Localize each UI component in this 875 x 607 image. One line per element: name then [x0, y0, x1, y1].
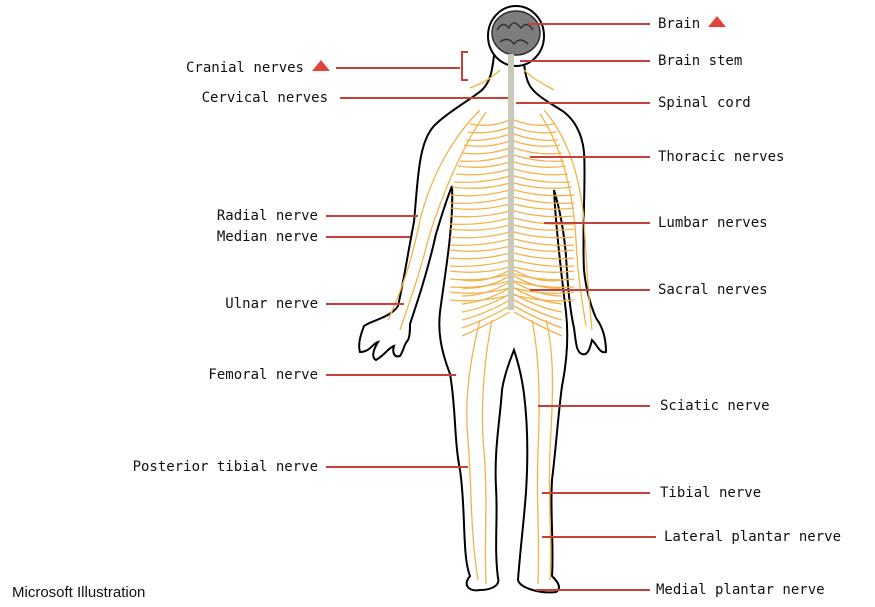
- credit-text: Microsoft Illustration: [12, 584, 145, 601]
- body-outline: [359, 44, 606, 592]
- label-text: Radial nerve: [217, 208, 318, 224]
- label-text: Lateral plantar nerve: [664, 529, 841, 545]
- label-text: Spinal cord: [658, 95, 751, 111]
- label-text: Lumbar nerves: [658, 215, 768, 231]
- label-sciatic-nerve: Sciatic nerve: [660, 398, 770, 414]
- label-thoracic-nerves: Thoracic nerves: [658, 149, 784, 165]
- label-lumbar-nerves: Lumbar nerves: [658, 215, 768, 231]
- label-text: Ulnar nerve: [225, 296, 318, 312]
- label-ulnar-nerve: Ulnar nerve: [225, 296, 318, 312]
- label-text: Brain: [658, 16, 700, 32]
- label-text: Thoracic nerves: [658, 149, 784, 165]
- label-tibial-nerve: Tibial nerve: [660, 485, 761, 501]
- label-femoral-nerve: Femoral nerve: [208, 367, 318, 383]
- label-sacral-nerves: Sacral nerves: [658, 282, 768, 298]
- label-spinal-cord: Spinal cord: [658, 95, 751, 111]
- label-text: Tibial nerve: [660, 485, 761, 501]
- label-text: Brain stem: [658, 53, 742, 69]
- red-triangle-icon: [708, 16, 726, 27]
- label-text: Medial plantar nerve: [656, 582, 825, 598]
- label-cranial-nerves: Cranial nerves: [186, 60, 330, 76]
- cranial-bracket: [462, 52, 468, 80]
- label-text: Cervical nerves: [202, 90, 328, 106]
- brain: [492, 11, 540, 55]
- label-text: Cranial nerves: [186, 60, 304, 76]
- spinal-cord: [508, 54, 514, 310]
- label-text: Posterior tibial nerve: [133, 459, 318, 475]
- label-text: Median nerve: [217, 229, 318, 245]
- label-cervical-nerves: Cervical nerves: [202, 90, 328, 106]
- label-text: Femoral nerve: [208, 367, 318, 383]
- label-brain: Brain: [658, 16, 726, 32]
- label-lateral-plantar-nerve: Lateral plantar nerve: [664, 529, 841, 545]
- label-posterior-tibial-nerve: Posterior tibial nerve: [133, 459, 318, 475]
- label-brain-stem: Brain stem: [658, 53, 742, 69]
- label-medial-plantar-nerve: Medial plantar nerve: [656, 582, 825, 598]
- red-triangle-icon: [312, 60, 330, 71]
- label-text: Sacral nerves: [658, 282, 768, 298]
- label-text: Sciatic nerve: [660, 398, 770, 414]
- label-radial-nerve: Radial nerve: [217, 208, 318, 224]
- label-median-nerve: Median nerve: [217, 229, 318, 245]
